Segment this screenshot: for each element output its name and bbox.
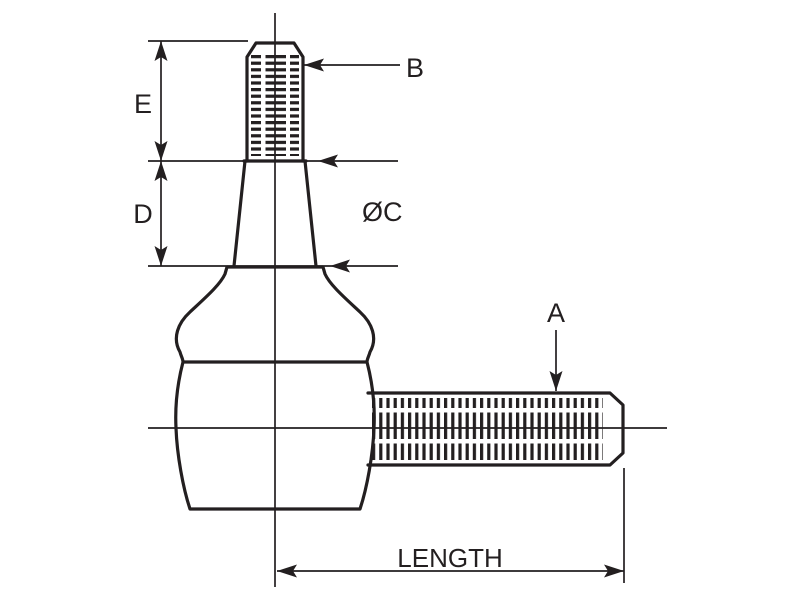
shaft-thread-relief-top	[372, 408, 603, 413]
arrow-taper-top	[318, 154, 338, 168]
label-a: A	[547, 298, 565, 328]
taper-right-edge	[303, 159, 318, 268]
arrow-taper-bottom	[330, 259, 350, 273]
arrow-a	[549, 371, 563, 391]
label-d: D	[133, 199, 153, 229]
centerlines	[148, 13, 667, 587]
labels: E D B ØC A LENGTH	[133, 53, 565, 573]
arrow-e-bottom	[154, 141, 168, 161]
ball-stud-thread-outline	[245, 41, 305, 163]
dimension-lines	[148, 40, 625, 583]
shaft-thread-stripes	[372, 398, 603, 460]
threaded-shaft-outline	[366, 391, 625, 467]
label-dia-c: ØC	[362, 197, 403, 227]
part-outline	[174, 41, 625, 511]
stud-thread-relief-right	[286, 55, 290, 156]
arrow-d-top	[154, 161, 168, 181]
label-length: LENGTH	[397, 543, 502, 573]
label-b: B	[406, 53, 424, 83]
housing-body-outline	[174, 265, 376, 511]
arrowheads	[154, 41, 624, 578]
taper-left-edge	[232, 159, 247, 268]
label-e: E	[134, 89, 152, 119]
shaft-thread-hatch	[372, 398, 603, 460]
arrow-d-bottom	[154, 246, 168, 266]
arrow-e-top	[154, 41, 168, 61]
arrow-b	[304, 58, 324, 72]
arrow-length-left	[277, 564, 297, 578]
stud-thread-relief-left	[261, 55, 266, 156]
arrow-length-right	[604, 564, 624, 578]
shaft-thread-relief-bottom	[372, 439, 603, 444]
